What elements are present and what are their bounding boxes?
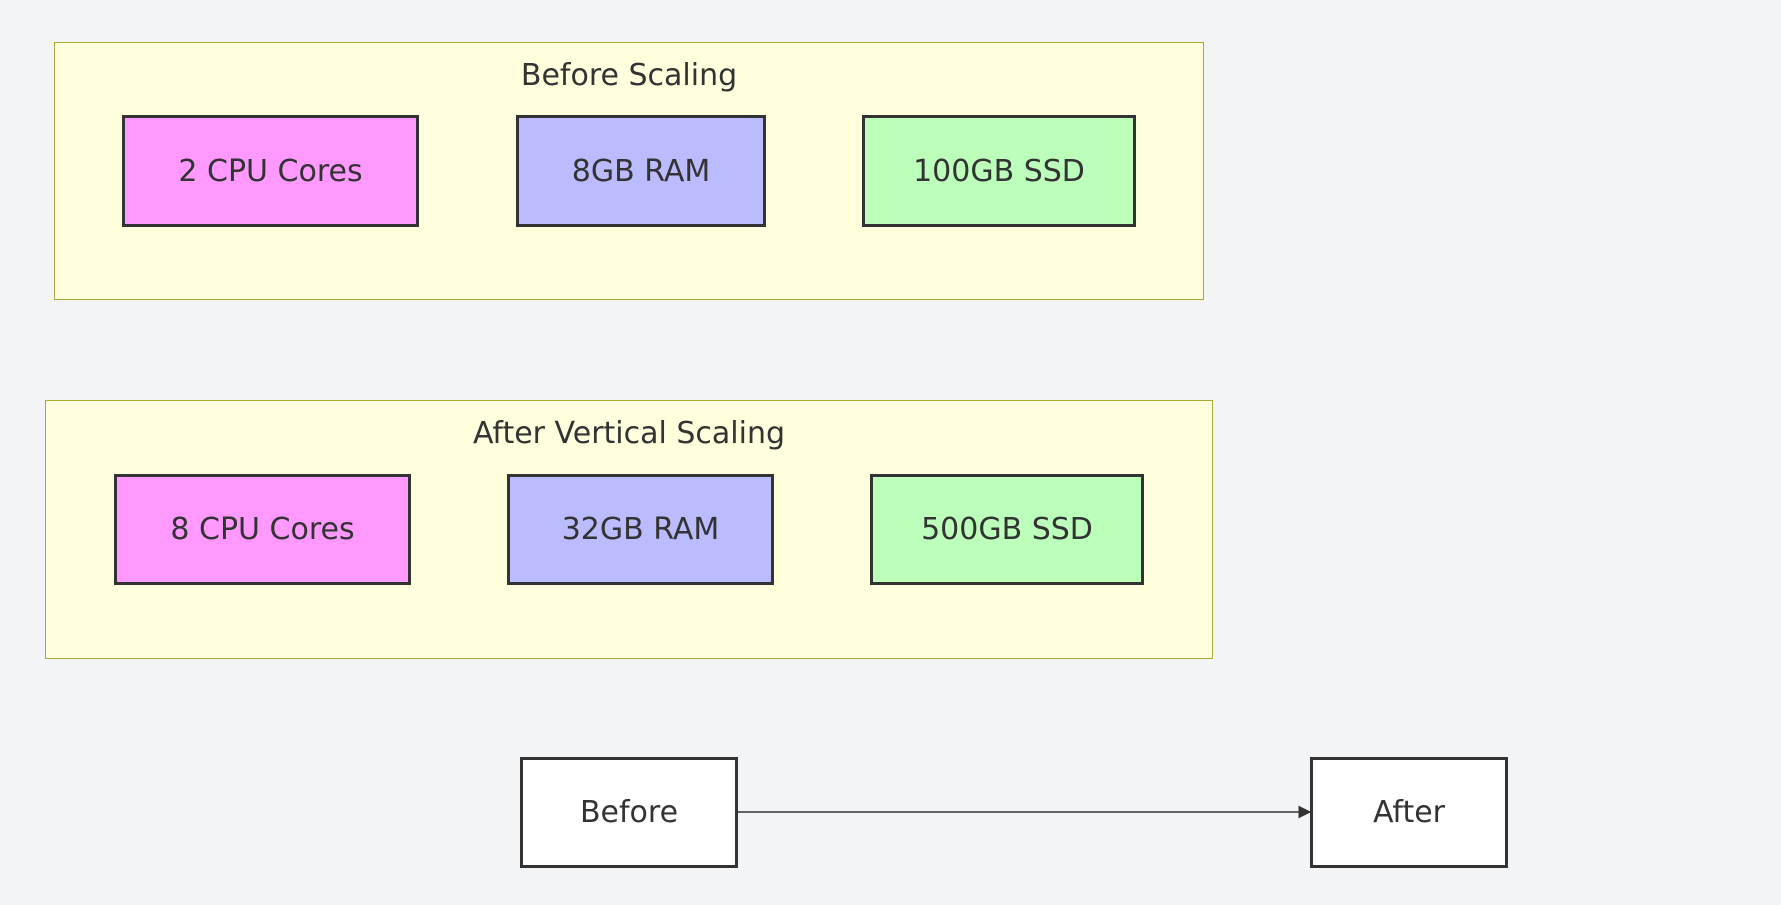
- node-after-ssd: 500GB SSD: [870, 474, 1144, 585]
- node-after: After: [1310, 757, 1508, 868]
- node-before-ssd: 100GB SSD: [862, 115, 1136, 227]
- node-before-ram: 8GB RAM: [516, 115, 766, 227]
- cluster-before-title: Before Scaling: [520, 58, 738, 93]
- node-before-cpu: 2 CPU Cores: [122, 115, 419, 227]
- node-after-ram: 32GB RAM: [507, 474, 774, 585]
- cluster-after-title: After Vertical Scaling: [472, 416, 786, 451]
- node-after-cpu: 8 CPU Cores: [114, 474, 411, 585]
- node-before: Before: [520, 757, 738, 868]
